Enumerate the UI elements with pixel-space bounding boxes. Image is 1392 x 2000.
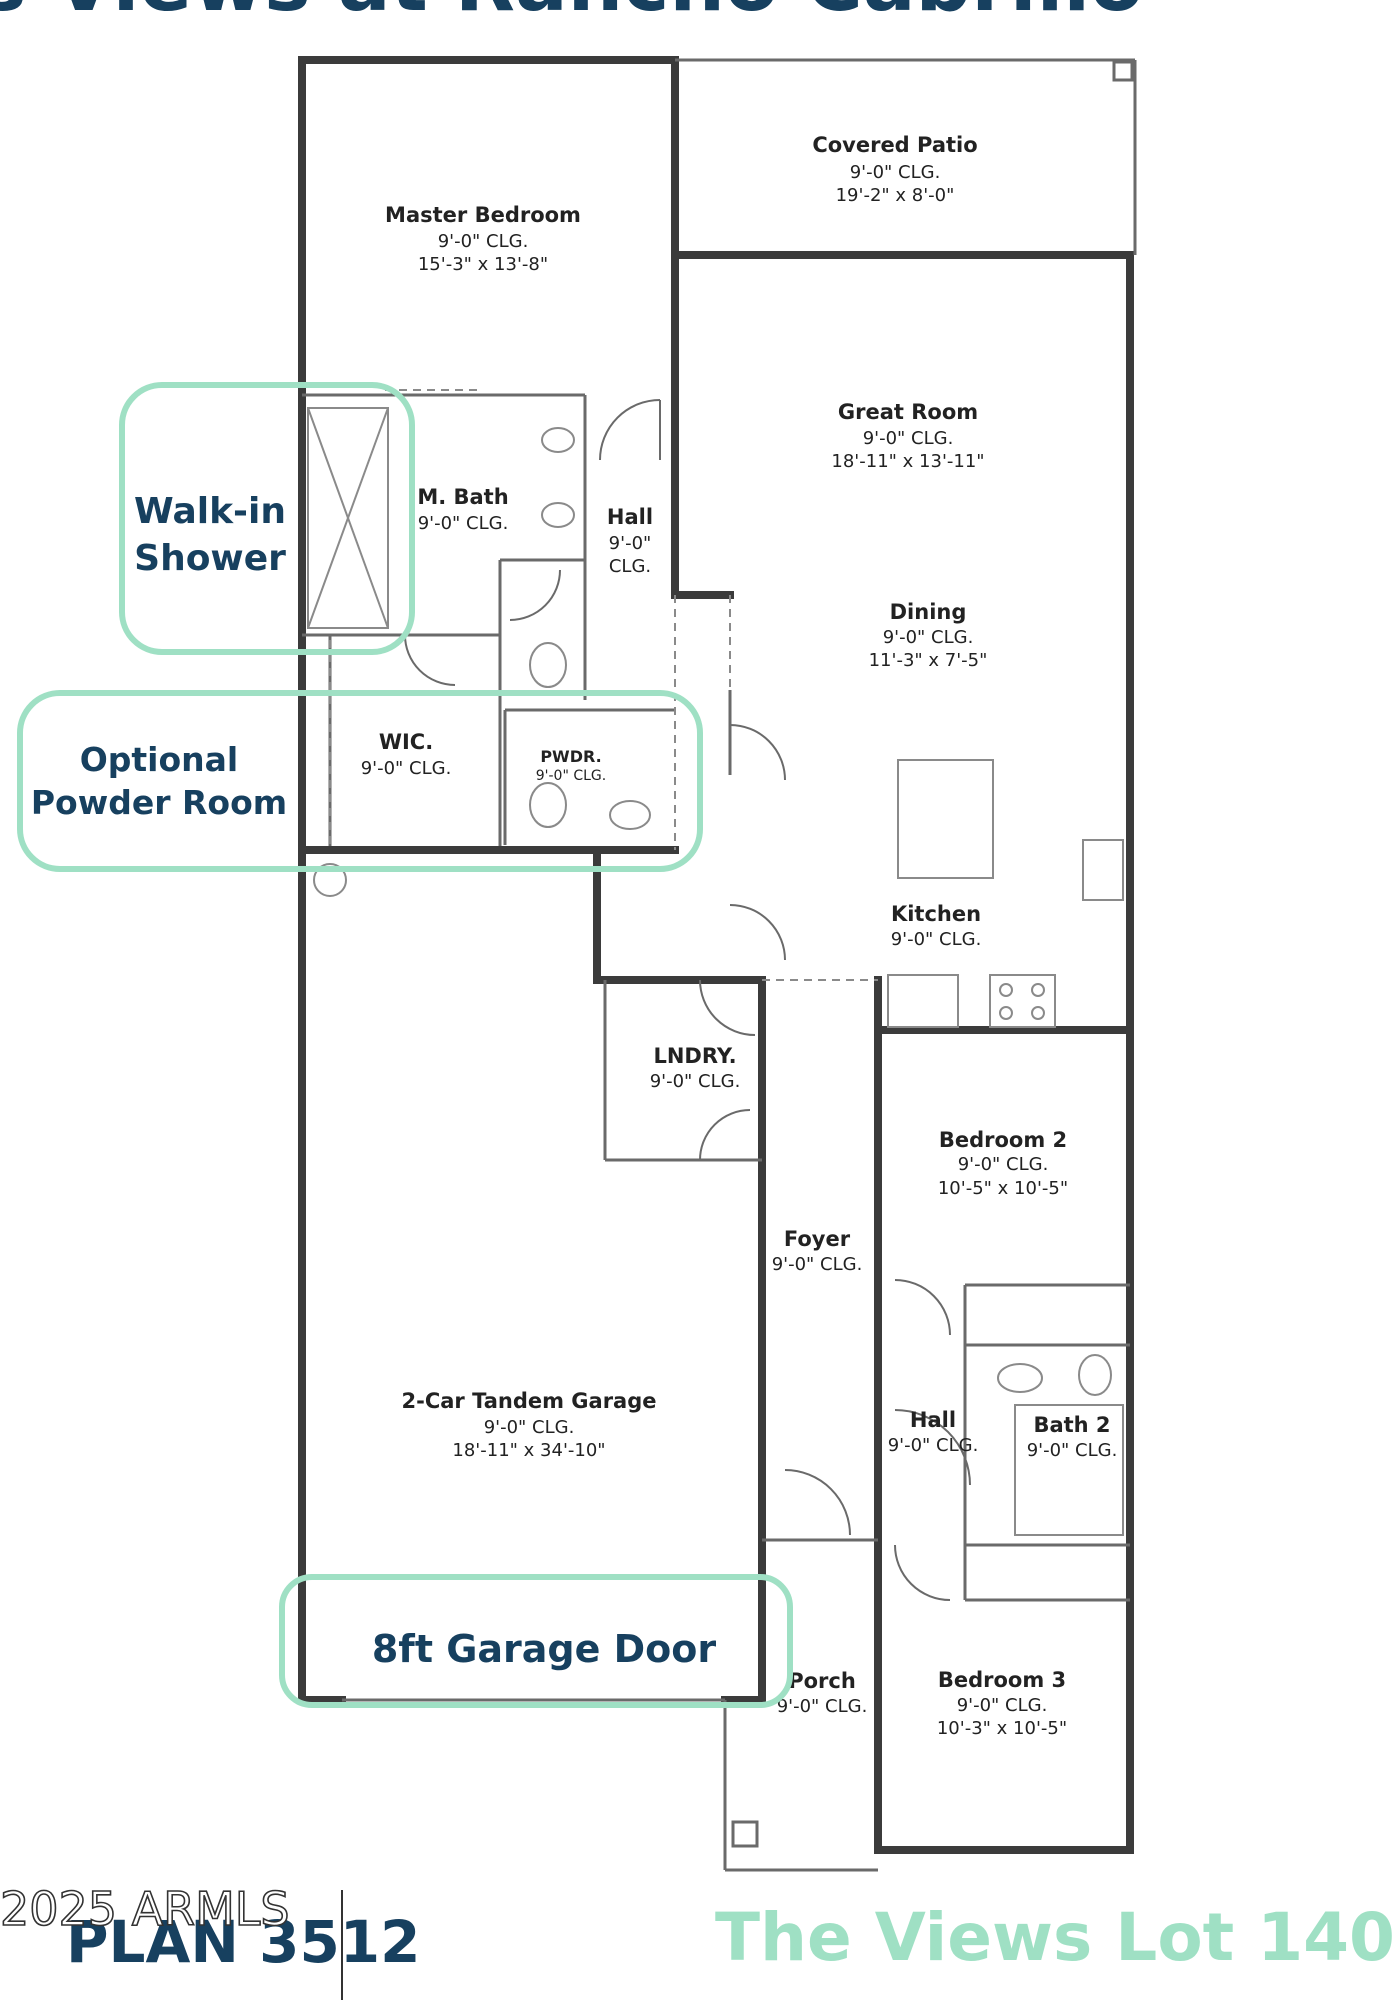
lndry-label: LNDRY.	[653, 1044, 736, 1068]
foyer-ceiling: 9'-0" CLG.	[772, 1254, 863, 1275]
master-bedroom-label: Master Bedroom	[385, 203, 581, 227]
bedroom-2-ceiling: 9'-0" CLG.	[958, 1154, 1049, 1175]
porch-ceiling: 9'-0" CLG.	[777, 1696, 868, 1717]
room-bedroom-2: Bedroom 2 9'-0" CLG. 10'-5" x 10'-5"	[938, 1128, 1068, 1199]
top-banner-fragment: s Views at Rancho Cabrillo	[0, 0, 1144, 29]
covered-patio-ceiling: 9'-0" CLG.	[850, 162, 941, 183]
room-porch: Porch 9'-0" CLG.	[777, 1669, 868, 1717]
bedroom-2-label: Bedroom 2	[939, 1128, 1067, 1152]
room-kitchen: Kitchen 9'-0" CLG.	[891, 902, 982, 950]
room-dining: Dining 9'-0" CLG. 11'-3" x 7'-5"	[869, 600, 988, 671]
bath-2-label: Bath 2	[1033, 1413, 1110, 1437]
bedroom-3-label: Bedroom 3	[938, 1668, 1066, 1692]
callout-walk-in-shower: Walk-in Shower	[119, 382, 415, 655]
room-bedroom-3: Bedroom 3 9'-0" CLG. 10'-3" x 10'-5"	[937, 1668, 1067, 1739]
bath-2-ceiling: 9'-0" CLG.	[1027, 1440, 1118, 1461]
copyright-watermark: 2025 ARMLS	[0, 1882, 290, 1936]
garage-label: 2-Car Tandem Garage	[402, 1389, 657, 1413]
sink-icon	[1082, 839, 1124, 901]
callout-garage-door: 8ft Garage Door	[279, 1574, 793, 1708]
room-wic: WIC. 9'-0" CLG.	[361, 730, 452, 779]
powder-room-line1: Optional	[80, 740, 239, 779]
kitchen-island	[897, 759, 994, 879]
lot-title: The Views Lot 140	[715, 1899, 1392, 1976]
great-room-label: Great Room	[838, 400, 978, 424]
hall-lower-ceiling: 9'-0" CLG.	[888, 1435, 979, 1456]
door-swings	[404, 399, 971, 1601]
toilet-icon	[529, 642, 567, 688]
room-covered-patio: Covered Patio 9'-0" CLG. 19'-2" x 8'-0"	[812, 133, 977, 206]
room-pwdr: PWDR. 9'-0" CLG.	[536, 747, 606, 784]
wic-ceiling: 9'-0" CLG.	[361, 758, 452, 779]
porch-label: Porch	[788, 1669, 856, 1693]
walls	[298, 56, 1137, 1872]
dining-ceiling: 9'-0" CLG.	[883, 627, 974, 648]
kitchen-label: Kitchen	[891, 902, 981, 926]
hall-upper-ceiling-2: CLG.	[609, 556, 651, 577]
pwdr-ceiling: 9'-0" CLG.	[536, 768, 606, 784]
garage-ceiling: 9'-0" CLG.	[484, 1417, 575, 1438]
foyer-label: Foyer	[784, 1227, 851, 1251]
range-icon	[989, 974, 1056, 1028]
covered-patio-size: 19'-2" x 8'-0"	[836, 185, 955, 206]
great-room-size: 18'-11" x 13'-11"	[831, 451, 984, 472]
room-lndry: LNDRY. 9'-0" CLG.	[650, 1044, 741, 1092]
room-master-bedroom: Master Bedroom 9'-0" CLG. 15'-3" x 13'-8…	[385, 203, 581, 275]
great-room-ceiling: 9'-0" CLG.	[863, 428, 954, 449]
shower-fixture	[307, 407, 389, 629]
room-foyer: Foyer 9'-0" CLG.	[772, 1227, 863, 1275]
bedroom-2-size: 10'-5" x 10'-5"	[938, 1178, 1068, 1199]
room-hall-upper: Hall 9'-0" CLG.	[607, 505, 653, 577]
master-bedroom-size: 15'-3" x 13'-8"	[418, 254, 548, 275]
bedroom-3-size: 10'-3" x 10'-5"	[937, 1718, 1067, 1739]
walk-in-shower-line1: Walk-in	[134, 491, 286, 532]
master-bedroom-ceiling: 9'-0" CLG.	[438, 231, 529, 252]
dining-label: Dining	[890, 600, 967, 624]
garage-size: 18'-11" x 34'-10"	[452, 1440, 605, 1461]
powder-room-line2: Powder Room	[31, 783, 287, 822]
walk-in-shower-line2: Shower	[134, 538, 286, 579]
lndry-ceiling: 9'-0" CLG.	[650, 1071, 741, 1092]
hall-upper-ceiling-1: 9'-0"	[609, 533, 652, 554]
callout-powder-room: Optional Powder Room	[17, 690, 703, 872]
fixtures	[307, 407, 1124, 1536]
dining-size: 11'-3" x 7'-5"	[869, 650, 988, 671]
covered-patio-label: Covered Patio	[812, 133, 977, 157]
room-hall-lower: Hall 9'-0" CLG.	[888, 1408, 979, 1456]
plan-number: PLAN 3512	[66, 1908, 421, 1976]
dashed-openings	[329, 389, 878, 981]
room-bath-2: Bath 2 9'-0" CLG.	[1027, 1413, 1118, 1461]
footer: PLAN 3512 2025 ARMLS The Views Lot 140	[0, 1881, 1392, 2000]
m-bath-label: M. Bath	[417, 485, 508, 509]
hall-upper-label: Hall	[607, 505, 653, 529]
m-bath-ceiling: 9'-0" CLG.	[418, 513, 509, 534]
pwdr-label: PWDR.	[540, 747, 601, 766]
room-garage: 2-Car Tandem Garage 9'-0" CLG. 18'-11" x…	[402, 1389, 657, 1461]
garage-door-label: 8ft Garage Door	[372, 1627, 717, 1671]
room-m-bath: M. Bath 9'-0" CLG.	[417, 485, 508, 534]
wic-label: WIC.	[379, 730, 433, 754]
bedroom-3-ceiling: 9'-0" CLG.	[957, 1695, 1048, 1716]
hall-lower-label: Hall	[910, 1408, 956, 1432]
kitchen-ceiling: 9'-0" CLG.	[891, 929, 982, 950]
bathtub-icon	[1014, 1404, 1124, 1536]
room-great-room: Great Room 9'-0" CLG. 18'-11" x 13'-11"	[831, 400, 984, 472]
